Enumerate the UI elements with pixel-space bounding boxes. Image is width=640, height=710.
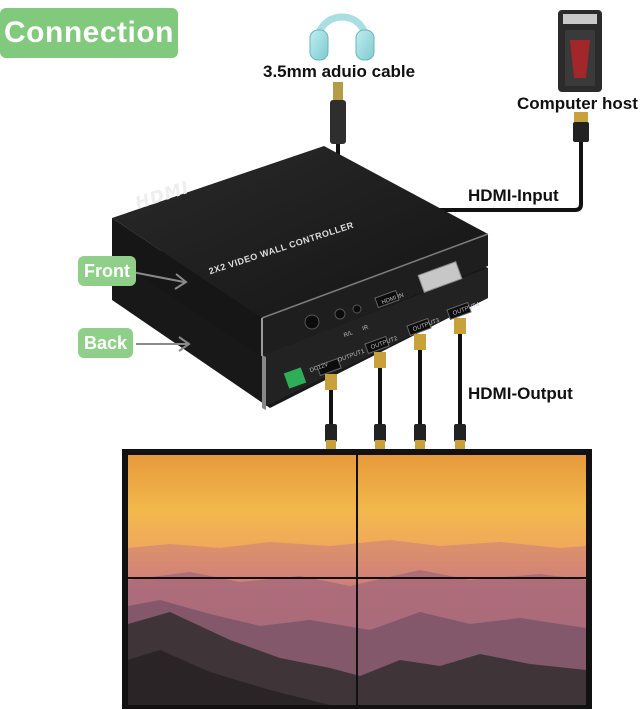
- front-badge: Front: [78, 256, 136, 286]
- port-label-rl: R/L: [343, 330, 354, 340]
- hdmi-input-label: HDMI-Input: [468, 186, 559, 205]
- computer-host-label: Computer host: [517, 94, 638, 113]
- hdmi-output-cables: [325, 318, 466, 450]
- connection-heading: Connection: [0, 8, 178, 58]
- controller-device: [112, 146, 489, 410]
- back-badge: Back: [78, 328, 134, 358]
- computer-tower-icon: [558, 10, 602, 92]
- back-arrow: [136, 336, 191, 352]
- audio-cable-label: 3.5mm aduio cable: [263, 62, 416, 81]
- front-arrow: [131, 271, 188, 290]
- hdmi-output-label: HDMI-Output: [468, 384, 573, 403]
- headphones-icon: [309, 13, 375, 61]
- port-label-ir: IR: [361, 324, 370, 333]
- video-wall: [122, 449, 592, 709]
